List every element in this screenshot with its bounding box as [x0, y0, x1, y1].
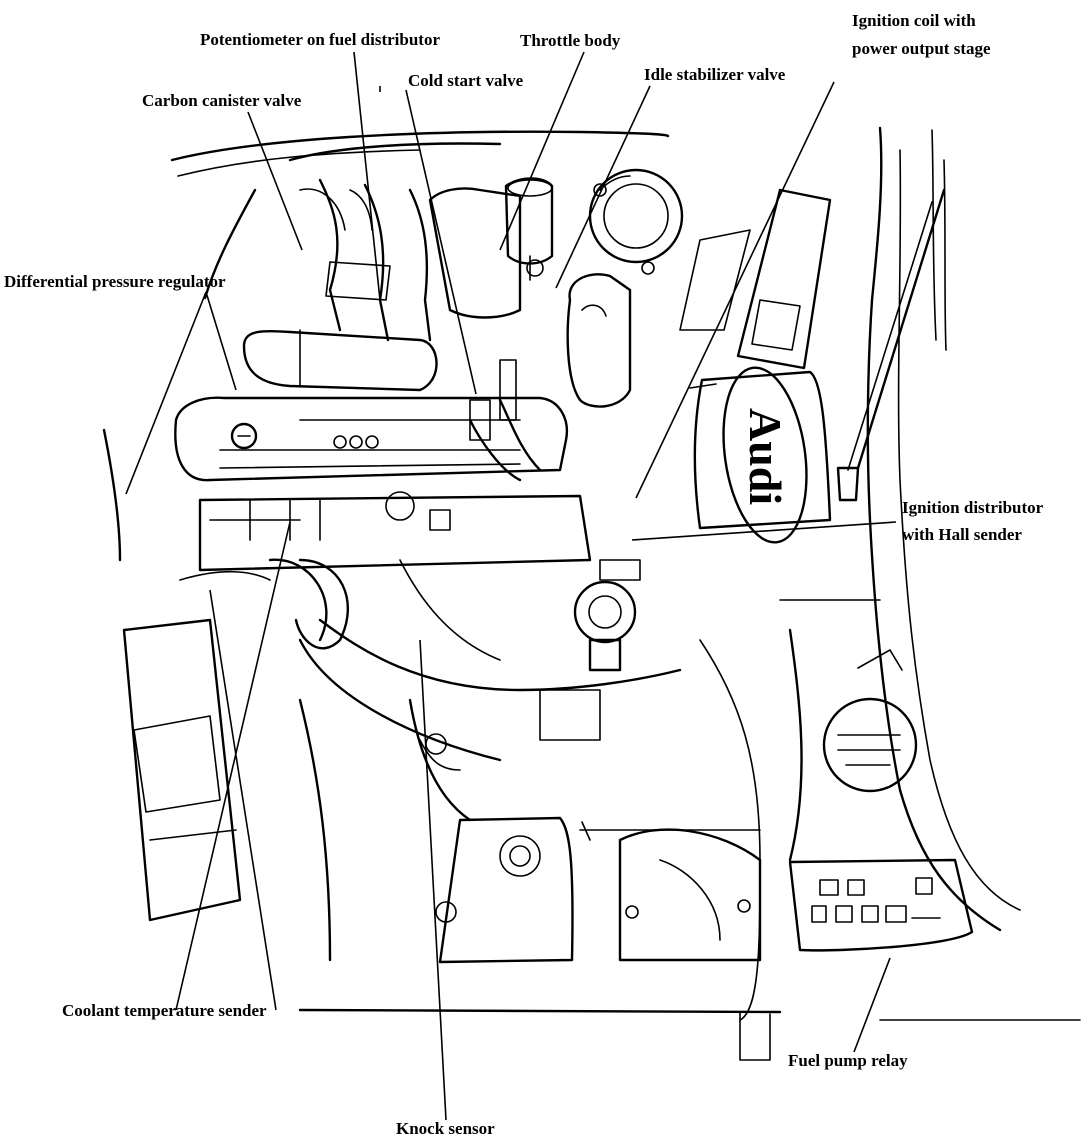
label-potentiometer: Potentiometer on fuel distributor: [200, 30, 440, 49]
label-ignition-coil-line2: power output stage: [852, 39, 991, 58]
label-ignition-coil-line1: Ignition coil with: [852, 11, 976, 30]
callout-labels: Potentiometer on fuel distributor Thrott…: [4, 11, 1044, 1138]
label-carbon-canister-valve: Carbon canister valve: [142, 91, 302, 110]
label-coolant-temperature-sender: Coolant temperature sender: [62, 1001, 267, 1020]
label-throttle-body: Throttle body: [520, 31, 621, 50]
leader-lines: [125, 51, 897, 1121]
label-cold-start-valve: Cold start valve: [408, 71, 524, 90]
label-differential-pressure-regulator: Differential pressure regulator: [4, 272, 226, 291]
label-ignition-distributor-line2: with Hall sender: [902, 525, 1022, 544]
audi-logo: Audi: [740, 408, 791, 505]
engine-drawing: Audi: [102, 126, 1081, 1061]
label-fuel-pump-relay: Fuel pump relay: [788, 1051, 908, 1070]
label-idle-stabilizer-valve: Idle stabilizer valve: [644, 65, 786, 84]
label-knock-sensor: Knock sensor: [396, 1119, 495, 1138]
label-ignition-distributor-line1: Ignition distributor: [902, 498, 1044, 517]
